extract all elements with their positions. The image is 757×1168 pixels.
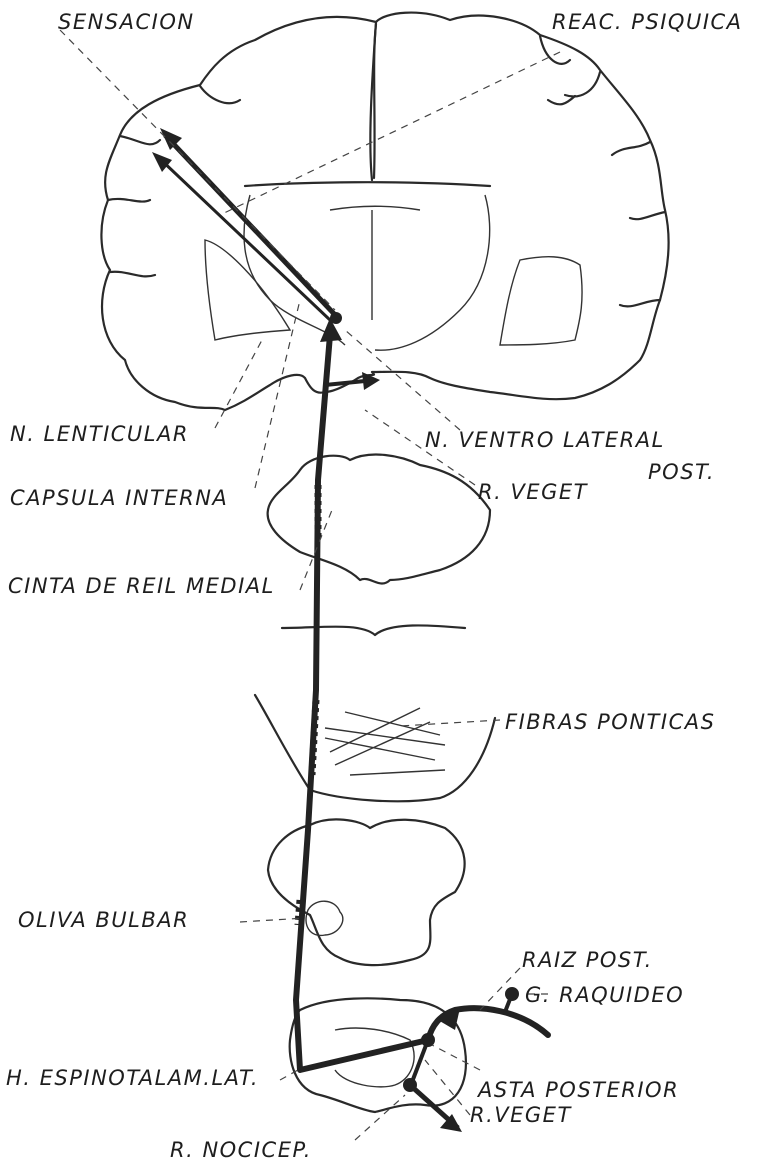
label-r-veget-bottom: R.VEGET — [470, 1105, 572, 1126]
label-sensacion: SENSACION — [58, 12, 195, 33]
sulcus-right-4 — [630, 212, 665, 219]
thalamo-cortical-arrow-2 — [158, 157, 330, 320]
label-h-espinotalam: H. ESPINOTALAM.LAT. — [6, 1068, 259, 1089]
capsula-leader — [255, 300, 300, 488]
midbrain-section — [268, 455, 490, 584]
reac-psiquica-dash — [220, 52, 560, 215]
ventricle-right — [375, 195, 490, 350]
label-cinta-de-reil: CINTA DE REIL MEDIAL — [8, 576, 275, 597]
sulcus-right-2 — [565, 72, 600, 96]
label-asta-posterior: ASTA POSTERIOR — [478, 1080, 679, 1101]
lenticular-leader — [215, 340, 262, 428]
label-capsula-interna: CAPSULA INTERNA — [10, 488, 228, 509]
sulcus-left-2 — [120, 136, 160, 144]
sulcus-left-1 — [200, 86, 240, 103]
sulcus-left-3 — [108, 199, 150, 202]
label-fibras-ponticas: FIBRAS PONTICAS — [505, 712, 715, 733]
thalamo-cortical-arrow-1 — [165, 135, 338, 318]
corpus-callosum — [245, 182, 490, 186]
longitudinal-fissure — [374, 24, 376, 178]
label-n-lenticular: N. LENTICULAR — [10, 424, 189, 445]
oliva-leader — [240, 918, 305, 922]
ventricle-center — [330, 206, 420, 320]
fibras-leader — [400, 720, 500, 726]
label-r-veget-top: R. VEGET — [478, 482, 588, 503]
sulcus-right-3 — [612, 142, 650, 155]
cerebral-peduncle-line — [282, 625, 465, 635]
label-g-raquideo: G. RAQUIDEO — [525, 985, 684, 1006]
label-r-nocicep: R. NOCICEP. — [170, 1140, 312, 1161]
label-reac-psiquica: REAC. PSIQUICA — [552, 12, 743, 33]
nocicep-leader — [355, 1095, 405, 1140]
label-post: POST. — [648, 462, 715, 483]
label-n-ventro-lateral: N. VENTRO LATERAL — [425, 430, 665, 451]
sulcus-right-5 — [620, 300, 660, 306]
asta-leader — [432, 1045, 480, 1070]
label-oliva-bulbar: OLIVA BULBAR — [18, 910, 189, 931]
lentiform-right — [500, 257, 582, 345]
sulcus-left-4 — [110, 272, 155, 277]
pontine-fibers — [325, 708, 445, 775]
label-raiz-post: RAIZ POST. — [522, 950, 653, 971]
